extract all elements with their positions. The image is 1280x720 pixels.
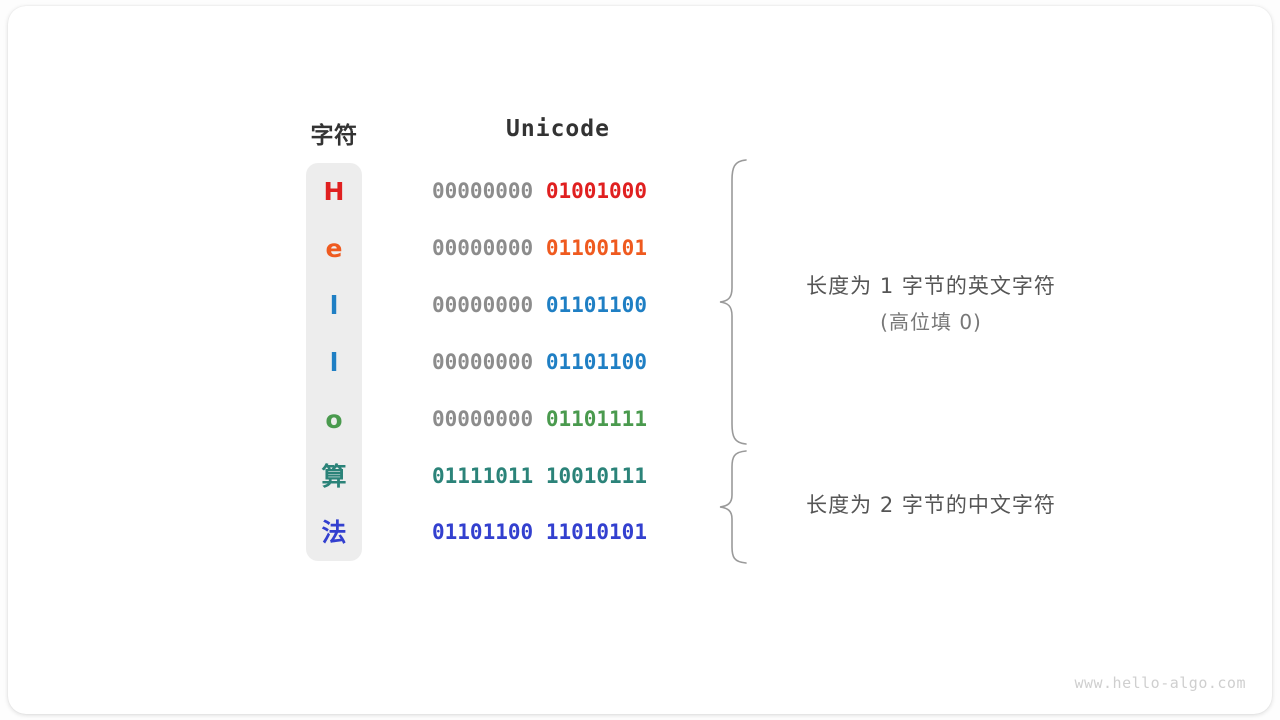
table-row: 法 01101100 11010101 — [0, 504, 1280, 561]
table-row: o 00000000 01101111 — [0, 391, 1280, 448]
annotation-one-byte-line1: 长度为 1 字节的英文字符 — [806, 274, 1056, 298]
low-byte: 01101100 — [545, 292, 647, 317]
table-row: l 00000000 01101100 — [0, 334, 1280, 391]
row-character: l — [329, 290, 339, 320]
byte-separator — [533, 179, 546, 203]
row-character: o — [325, 404, 343, 434]
figure-card — [8, 6, 1272, 714]
high-byte: 00000000 — [432, 349, 534, 374]
byte-separator — [533, 407, 546, 431]
table-row: l 00000000 01101100 — [0, 277, 1280, 334]
low-byte: 01100101 — [545, 235, 647, 260]
row-character: 算 — [321, 461, 347, 491]
byte-separator — [533, 236, 546, 260]
annotation-one-byte-line2: (高位填 0) — [880, 310, 982, 334]
column-header-character: 字符 — [310, 123, 358, 149]
low-byte: 01001000 — [545, 179, 647, 203]
low-byte: 10010111 — [545, 463, 647, 488]
high-byte: 00000000 — [432, 235, 534, 260]
high-byte: 00000000 — [432, 179, 534, 203]
byte-separator — [533, 350, 546, 374]
row-character: 法 — [321, 518, 347, 548]
row-unicode-bits: 01111011 10010111 — [432, 448, 684, 505]
low-byte: 11010101 — [545, 520, 647, 545]
annotation-one-byte: 长度为 1 字节的英文字符 (高位填 0) — [766, 270, 1096, 335]
table-row: 算 01111011 10010111 — [0, 448, 1280, 505]
high-byte: 01111011 — [432, 463, 534, 488]
byte-separator — [533, 520, 546, 544]
row-unicode-bits: 00000000 01001000 — [432, 163, 684, 220]
row-unicode-bits: 01101100 11010101 — [432, 504, 684, 561]
row-unicode-bits: 00000000 01100101 — [432, 220, 684, 277]
byte-separator — [533, 293, 546, 317]
row-character: H — [323, 177, 345, 206]
table-row: H 00000000 01001000 — [0, 163, 1280, 220]
row-unicode-bits: 00000000 01101100 — [432, 277, 684, 334]
byte-separator — [533, 464, 546, 488]
low-byte: 01101100 — [545, 349, 647, 374]
high-byte: 01101100 — [432, 520, 534, 545]
annotation-two-byte: 长度为 2 字节的中文字符 — [766, 489, 1096, 519]
high-byte: 00000000 — [432, 292, 534, 317]
row-unicode-bits: 00000000 01101111 — [432, 391, 684, 448]
column-header-unicode: Unicode — [506, 116, 610, 142]
high-byte: 00000000 — [432, 406, 534, 431]
table-row: e 00000000 01100101 — [0, 220, 1280, 277]
annotation-two-byte-line1: 长度为 2 字节的中文字符 — [806, 493, 1056, 517]
watermark-url: www.hello-algo.com — [1074, 674, 1246, 692]
row-character: e — [325, 233, 343, 263]
row-character: l — [329, 347, 339, 377]
character-column-background — [306, 163, 362, 561]
low-byte: 01101111 — [545, 406, 647, 431]
row-unicode-bits: 00000000 01101100 — [432, 334, 684, 391]
